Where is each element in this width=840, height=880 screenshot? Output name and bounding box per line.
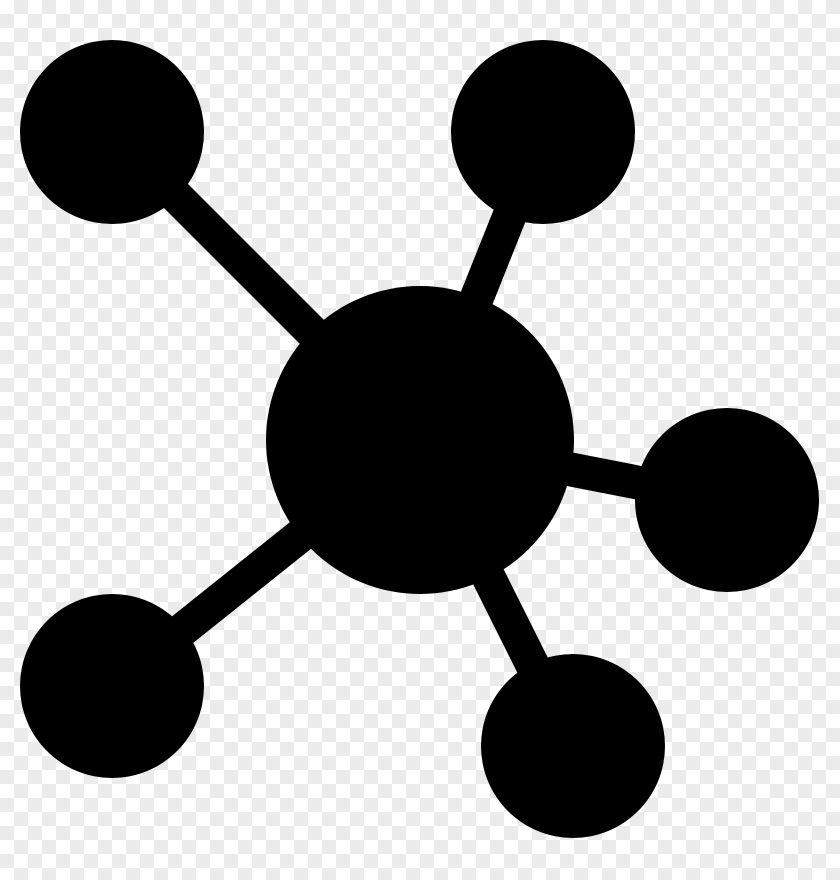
hub-node [266,286,574,594]
satellite-node-bottom-right [481,654,665,838]
satellite-node-bottom-left [20,594,204,778]
satellite-node-right [635,408,819,592]
satellite-node-top-left [20,40,204,224]
satellite-node-top-right [451,40,635,224]
